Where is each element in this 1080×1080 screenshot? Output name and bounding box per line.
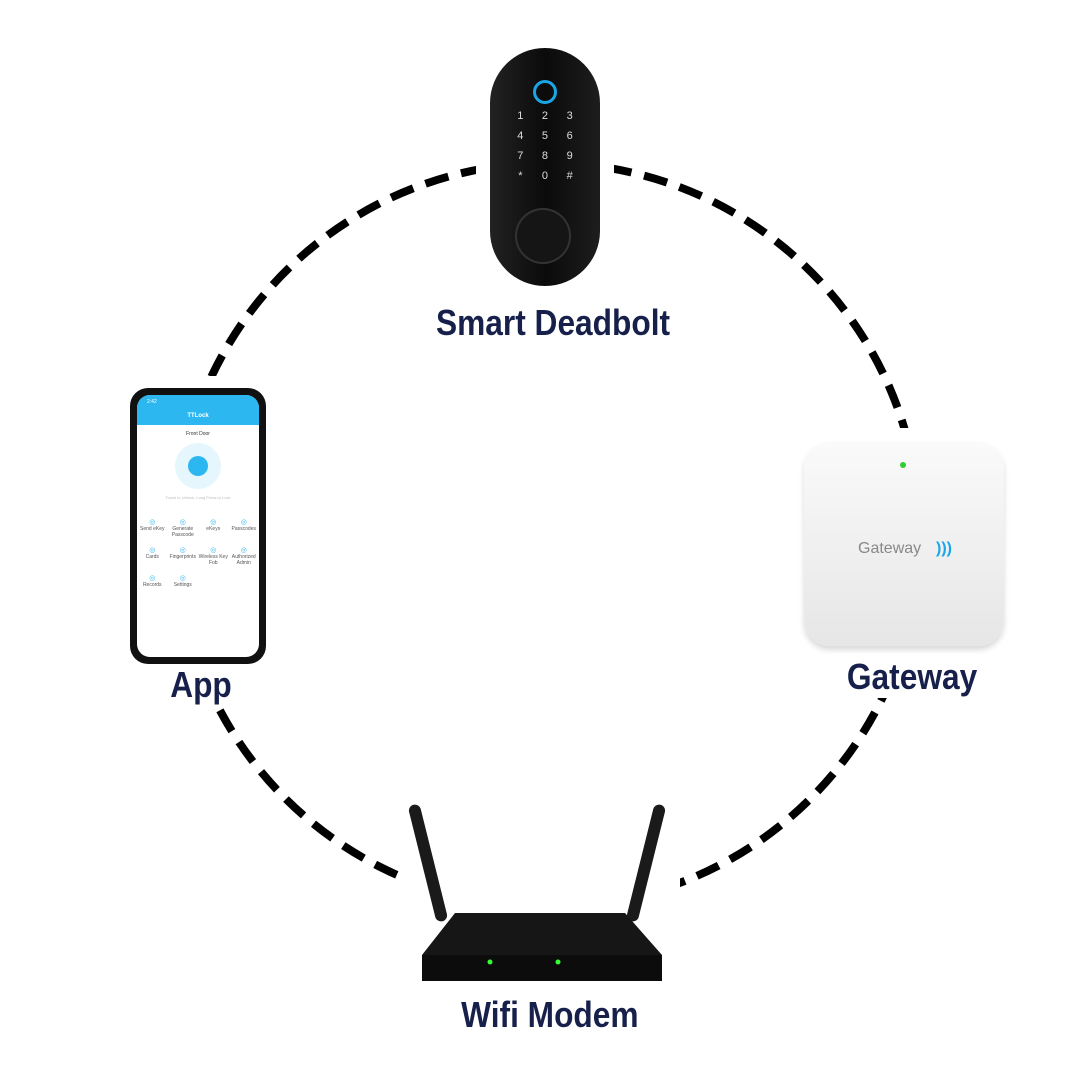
menu-icon: ◎ xyxy=(149,547,156,554)
menu-label: Settings xyxy=(173,582,192,588)
app-menu: ◎Send eKey◎Generate Passcode◎eKeys◎Passc… xyxy=(137,518,259,588)
menu-label: Passcodes xyxy=(231,526,256,532)
key-6[interactable]: 7 xyxy=(517,150,524,162)
phone-screen: 2:42 TTLock Front Door Touch to Unlock, … xyxy=(137,395,259,657)
key-8[interactable]: 9 xyxy=(566,150,573,162)
menu-label: Cards xyxy=(145,554,159,560)
gateway-logo-text: Gateway xyxy=(858,540,922,557)
menu-icon: ◎ xyxy=(179,519,186,526)
key-0[interactable]: 1 xyxy=(517,110,524,122)
status-led xyxy=(900,462,906,468)
menu-item[interactable]: ◎Settings xyxy=(168,574,199,588)
menu-icon: ◎ xyxy=(149,519,156,526)
key-9[interactable]: * xyxy=(518,170,523,182)
status-time: 2:42 xyxy=(147,399,157,405)
menu-icon: ◎ xyxy=(240,519,247,526)
key-7[interactable]: 8 xyxy=(541,150,549,162)
menu-item[interactable]: ◎Fingerprints xyxy=(168,546,199,566)
menu-icon: ◎ xyxy=(179,547,186,554)
menu-item[interactable]: ◎eKeys xyxy=(198,518,229,538)
thumb-turn xyxy=(515,208,571,264)
menu-label: Send eKey xyxy=(140,526,165,532)
menu-icon: ◎ xyxy=(210,547,217,554)
menu-icon: ◎ xyxy=(240,547,247,554)
menu-item[interactable]: ◎Authorized Admin xyxy=(229,546,260,566)
phone-app-device: 2:42 TTLock Front Door Touch to Unlock, … xyxy=(130,388,266,664)
menu-icon: ◎ xyxy=(149,575,156,582)
key-2[interactable]: 3 xyxy=(566,110,573,122)
gateway-device: Gateway ))) xyxy=(804,442,1004,646)
menu-label: Generate Passcode xyxy=(171,526,194,538)
label-smart-deadbolt: Smart Deadbolt xyxy=(428,302,678,344)
menu-item[interactable]: ◎Wireless Key Fob xyxy=(198,546,229,566)
wifi-modem-device xyxy=(400,795,680,990)
menu-item[interactable]: ◎Cards xyxy=(137,546,168,566)
label-gateway: Gateway xyxy=(839,656,985,698)
menu-item[interactable]: ◎Records xyxy=(137,574,168,588)
menu-item[interactable]: ◎Send eKey xyxy=(137,518,168,538)
menu-label: Records xyxy=(142,582,162,588)
key-4[interactable]: 5 xyxy=(541,130,549,142)
key-5[interactable]: 6 xyxy=(566,130,573,142)
key-10[interactable]: 0 xyxy=(541,170,549,182)
menu-icon: ◎ xyxy=(179,575,186,582)
menu-icon: ◎ xyxy=(210,519,217,526)
menu-item[interactable]: ◎Passcodes xyxy=(229,518,260,538)
key-3[interactable]: 4 xyxy=(517,130,524,142)
label-wifi-modem: Wifi Modem xyxy=(454,994,646,1036)
menu-label: Authorized Admin xyxy=(231,554,256,566)
menu-label: eKeys xyxy=(206,526,221,532)
app-title: TTLock xyxy=(187,413,209,419)
menu-item[interactable]: ◎Generate Passcode xyxy=(168,518,199,538)
smart-deadbolt-device: 1 2 3 4 5 6 7 8 9 * 0 # xyxy=(490,48,600,286)
label-app: App xyxy=(163,664,239,706)
lock-button[interactable] xyxy=(175,443,221,489)
lock-name: Front Door xyxy=(186,431,210,437)
key-1[interactable]: 2 xyxy=(541,110,549,122)
keypad: 1 2 3 4 5 6 7 8 9 * 0 # xyxy=(508,110,582,182)
padlock-icon xyxy=(188,456,208,476)
lock-hint: Touch to Unlock, Long Press to Lock xyxy=(165,495,231,500)
fingerprint-sensor-icon xyxy=(533,80,557,104)
key-11[interactable]: # xyxy=(566,170,573,182)
wifi-icon: ))) xyxy=(936,540,952,557)
menu-label: Wireless Key Fob xyxy=(198,554,228,566)
menu-label: Fingerprints xyxy=(169,554,196,560)
